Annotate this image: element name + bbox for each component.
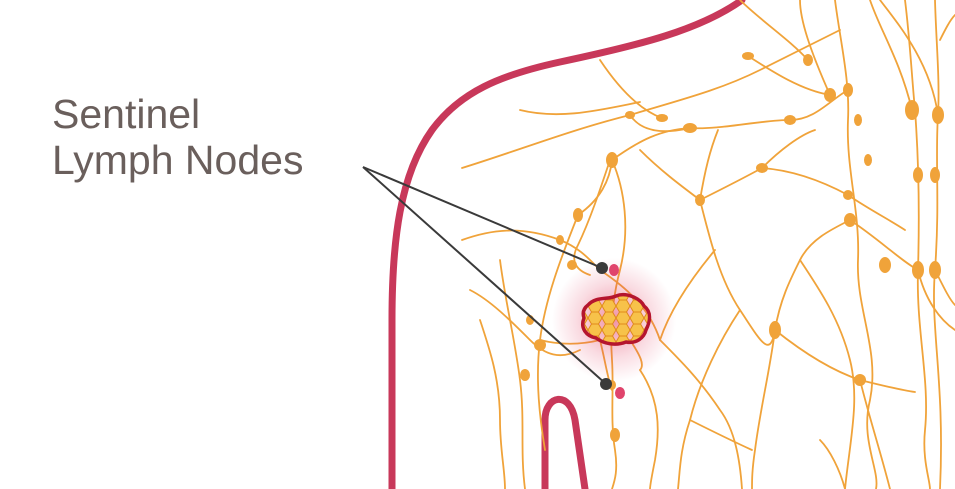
sentinel-nodes xyxy=(609,264,625,399)
lymph-node xyxy=(843,190,853,200)
lymph-node xyxy=(573,208,583,222)
lymph-node xyxy=(606,152,618,168)
lymph-node xyxy=(742,52,754,60)
leader-lines xyxy=(362,166,607,385)
lymph-vessels xyxy=(461,0,955,489)
sentinel-node-lower xyxy=(615,387,625,399)
leader-line-upper xyxy=(362,166,603,269)
lymph-node xyxy=(556,235,564,245)
lymph-node xyxy=(520,369,530,381)
lymph-node xyxy=(534,339,546,351)
leader-dot-lower xyxy=(600,378,612,390)
lymph-node xyxy=(864,154,872,166)
lymph-node xyxy=(803,54,813,66)
lymph-node xyxy=(843,83,853,97)
lymph-node xyxy=(769,321,781,339)
arm-outline xyxy=(541,395,589,489)
lymph-node xyxy=(683,123,697,133)
lymph-node xyxy=(784,115,796,125)
lymph-node xyxy=(844,213,856,227)
lymph-node xyxy=(695,194,705,206)
lymph-node xyxy=(912,261,924,279)
lymph-node xyxy=(905,100,919,120)
lymph-node xyxy=(567,260,577,270)
lymph-node xyxy=(854,114,862,126)
lymph-node xyxy=(625,111,635,119)
sentinel-node-upper xyxy=(609,264,619,276)
lymph-node xyxy=(656,114,668,122)
leader-line-lower xyxy=(362,166,607,385)
label-line-1: Sentinel xyxy=(52,91,200,137)
lymph-node xyxy=(913,167,923,183)
body-outline xyxy=(388,0,746,489)
lymph-node xyxy=(756,163,768,173)
lymph-node xyxy=(930,167,940,183)
lymph-node xyxy=(824,88,836,102)
lymph-node xyxy=(879,257,891,273)
lymph-node xyxy=(932,106,944,124)
sentinel-label: Sentinel Lymph Nodes xyxy=(52,91,303,183)
lymph-node xyxy=(854,374,866,386)
tumor xyxy=(552,258,676,382)
lymph-node xyxy=(929,261,941,279)
label-line-2: Lymph Nodes xyxy=(52,137,303,183)
lymph-node xyxy=(610,428,620,442)
leader-dot-upper xyxy=(596,262,608,274)
lymph-nodes xyxy=(520,52,944,442)
